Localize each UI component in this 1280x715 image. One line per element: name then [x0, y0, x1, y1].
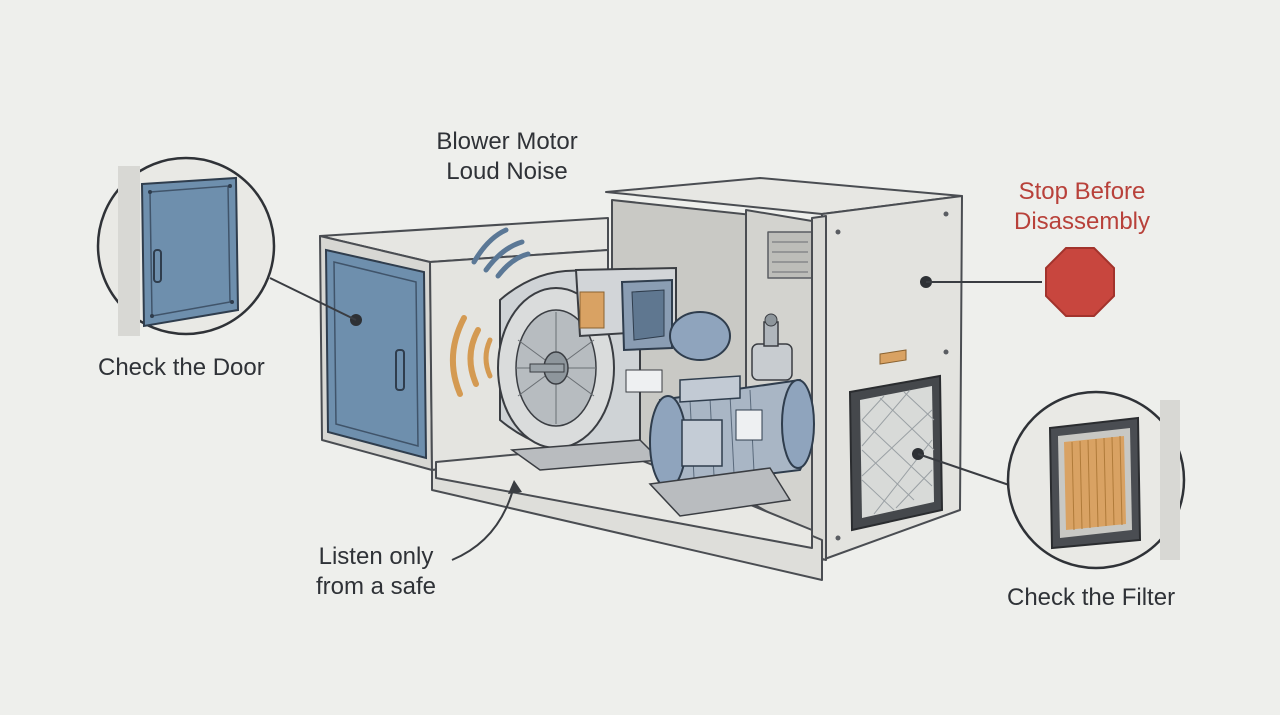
blower-wheel: [497, 266, 677, 471]
sound-wave-icon: [449, 227, 531, 397]
filter-detail-callout: [1006, 390, 1186, 570]
check-door-label: Check the Door: [98, 354, 265, 381]
motor: [648, 311, 815, 517]
leader-lines: [269, 277, 1042, 561]
access-door: [324, 248, 428, 460]
blower-motor-label: Blower Motor: [436, 128, 578, 155]
listen-only-label: Listen only: [318, 543, 434, 570]
disassembly-label: Disassembly: [1013, 208, 1151, 235]
stop-sign-icon: [1045, 247, 1115, 317]
filter-panel: [848, 374, 944, 532]
warning-sticker: [879, 349, 907, 365]
listen-arrow-head: [508, 480, 522, 494]
from-safe-label: from a safe: [315, 573, 437, 600]
check-filter-label: Check the Filter: [1007, 584, 1176, 611]
door-detail-callout: [96, 156, 276, 336]
loud-noise-label: Loud Noise: [446, 158, 568, 185]
stop-before-label: Stop Before: [1018, 178, 1146, 205]
cabinet-screws: [835, 211, 949, 541]
